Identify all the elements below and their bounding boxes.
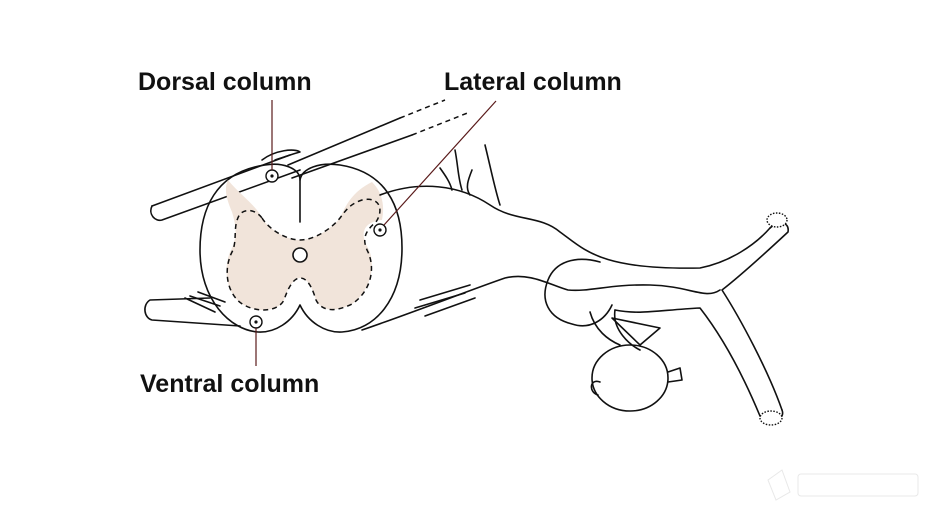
nerve-end-cap-top	[766, 212, 788, 228]
lateral-leader-line	[383, 100, 497, 226]
nerve-end-cap-bottom	[759, 410, 783, 426]
dorsal-root	[150, 99, 471, 222]
gray-matter-fill	[225, 180, 384, 310]
central-canal	[292, 247, 308, 263]
ventral-root-left	[144, 291, 241, 327]
lateral-column-label: Lateral column	[444, 68, 622, 96]
spinal-nerve	[361, 144, 789, 426]
spinal-cord-section	[199, 163, 403, 333]
watermark-logo	[767, 469, 919, 501]
ventral-column-label: Ventral column	[140, 370, 319, 398]
dorsal-column-label: Dorsal column	[138, 68, 312, 96]
gray-matter	[225, 180, 384, 311]
leader-lines	[255, 100, 497, 366]
